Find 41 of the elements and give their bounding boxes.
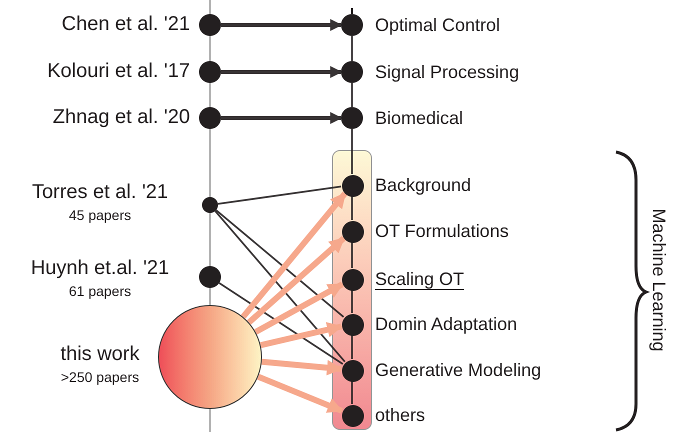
topic-label: OT Formulations — [375, 220, 509, 242]
connector-line — [351, 242, 353, 268]
arrow — [254, 282, 344, 335]
paper-count: 45 papers — [68, 206, 132, 224]
connector-line — [216, 209, 344, 318]
connector-line — [351, 335, 353, 359]
arrow — [221, 19, 342, 31]
arrow — [260, 322, 343, 348]
topic-label: Generative Modeling — [375, 359, 542, 381]
arrow — [262, 358, 343, 376]
arrow — [221, 112, 342, 124]
vertical-label: Machine Learning — [648, 207, 670, 354]
connector-line — [351, 36, 353, 61]
connector-line — [351, 381, 353, 404]
paper-count: >250 papers — [60, 368, 140, 386]
arrow — [221, 66, 342, 78]
connector-line — [218, 186, 342, 205]
arrow — [240, 192, 348, 319]
reference-label: Torres et al. '21 — [30, 180, 170, 204]
topic-label: Signal Processing — [375, 61, 520, 83]
paper-count: 61 papers — [68, 282, 132, 300]
reference-label: this work — [60, 342, 140, 366]
reference-label: Huynh et.al. '21 — [30, 256, 170, 280]
topic-label: Background — [375, 174, 472, 196]
connector-line — [214, 210, 346, 362]
connector-line — [218, 282, 344, 365]
highlight-panel — [332, 150, 372, 430]
reference-label: Zhnag et al. '20 — [52, 105, 190, 129]
topic-label: others — [375, 404, 426, 426]
arrow — [257, 374, 344, 414]
connector-line — [351, 83, 353, 107]
topic-label: Optimal Control — [375, 14, 500, 36]
topic-label: Scaling OT — [375, 268, 464, 290]
connector-line — [351, 129, 353, 174]
reference-label: Chen et al. '21 — [60, 12, 190, 36]
connector-line — [351, 196, 353, 220]
topic-label: Domin Adaptation — [375, 313, 518, 335]
topic-label: Biomedical — [375, 107, 464, 129]
reference-label: Kolouri et al. '17 — [46, 59, 190, 83]
connector-line — [351, 290, 353, 313]
arrow — [246, 236, 346, 325]
